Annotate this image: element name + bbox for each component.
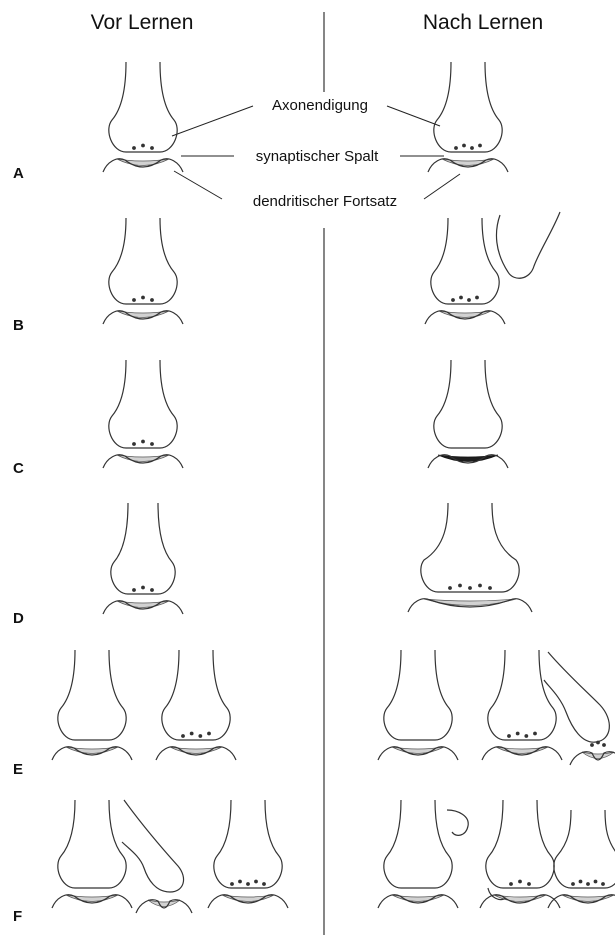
vesicle xyxy=(207,732,211,736)
vesicle xyxy=(533,732,537,736)
f-before-2-postsynaptic-density xyxy=(148,900,180,907)
vesicle xyxy=(150,442,154,446)
vesicle xyxy=(478,584,482,588)
leader-axon-right xyxy=(387,106,440,126)
vesicle xyxy=(590,743,594,747)
row-label-c: C xyxy=(13,460,24,477)
b-after-axon-terminal xyxy=(431,218,499,304)
vesicle xyxy=(141,144,145,148)
row-label-d: D xyxy=(13,610,24,627)
b-after-new-spine xyxy=(496,212,560,278)
f-after-spine-bud xyxy=(447,810,468,835)
row-label-a: A xyxy=(13,165,24,182)
vesicle xyxy=(596,741,600,745)
vesicle xyxy=(594,880,598,884)
vesicle xyxy=(190,732,194,736)
e-after-3-postsynaptic-density xyxy=(582,752,614,759)
vesicle xyxy=(579,880,583,884)
vesicle xyxy=(475,296,479,300)
vesicle xyxy=(571,882,575,886)
vesicle xyxy=(507,734,511,738)
label-synaptic-cleft: synaptischer Spalt xyxy=(256,148,379,165)
vesicle xyxy=(132,146,136,150)
vesicle xyxy=(254,880,258,884)
e-before-1-axon-terminal xyxy=(58,650,126,740)
vesicle xyxy=(181,734,185,738)
a-before-axon-terminal xyxy=(109,62,177,152)
vesicle xyxy=(141,440,145,444)
f-before-3-axon-terminal xyxy=(214,800,282,888)
d-before-axon-terminal xyxy=(111,503,175,594)
vesicle xyxy=(150,146,154,150)
vesicle xyxy=(586,882,590,886)
row-label-b: B xyxy=(13,317,24,334)
vesicle xyxy=(141,296,145,300)
vesicle xyxy=(459,296,463,300)
vesicle xyxy=(478,144,482,148)
vesicle xyxy=(451,298,455,302)
vesicle xyxy=(462,144,466,148)
vesicle xyxy=(132,298,136,302)
e-after-1-axon-terminal xyxy=(384,650,452,740)
row-label-f: F xyxy=(13,908,22,925)
vesicle xyxy=(488,586,492,590)
vesicle xyxy=(468,586,472,590)
header-after-learning: Nach Lernen xyxy=(423,11,543,34)
leader-spine-left xyxy=(174,171,222,199)
header-before-learning: Vor Lernen xyxy=(91,11,194,34)
vesicle xyxy=(150,298,154,302)
vesicle xyxy=(516,732,520,736)
c-before-axon-terminal xyxy=(109,360,177,448)
a-after-axon-terminal xyxy=(434,62,502,152)
vesicle xyxy=(458,584,462,588)
vesicle xyxy=(238,880,242,884)
c-after-axon-terminal xyxy=(434,360,502,448)
vesicle xyxy=(470,146,474,150)
f-before-1-axon-terminal xyxy=(58,800,126,888)
vesicle xyxy=(509,882,513,886)
label-dendritic-spine: dendritischer Fortsatz xyxy=(253,193,397,210)
f-after-3-axon-terminal xyxy=(554,810,615,888)
f-after-1-axon-terminal xyxy=(384,800,452,888)
vesicle xyxy=(132,588,136,592)
e-after-2-axon-terminal xyxy=(488,650,556,740)
c-after-postsynaptic-density xyxy=(438,455,498,462)
d-after-axon-terminal xyxy=(421,503,519,592)
vesicle xyxy=(230,882,234,886)
vesicle xyxy=(132,442,136,446)
vesicle xyxy=(602,743,606,747)
vesicle xyxy=(262,882,266,886)
row-label-e: E xyxy=(13,761,23,778)
f-before-spine-neck xyxy=(122,800,184,892)
leader-spine-right xyxy=(424,174,460,199)
vesicle xyxy=(601,882,605,886)
e-before-2-axon-terminal xyxy=(162,650,230,740)
vesicle xyxy=(150,588,154,592)
vesicle xyxy=(524,734,528,738)
vesicle xyxy=(448,586,452,590)
vesicle xyxy=(518,880,522,884)
vesicle xyxy=(141,586,145,590)
vesicle xyxy=(467,298,471,302)
vesicle xyxy=(527,882,531,886)
label-axon-terminal: Axonendigung xyxy=(272,97,368,114)
f-after-2-axon-terminal xyxy=(486,800,554,888)
synapse-drawings xyxy=(52,62,615,913)
vesicle xyxy=(198,734,202,738)
b-before-axon-terminal xyxy=(109,218,177,304)
vesicle xyxy=(246,882,250,886)
vesicle xyxy=(454,146,458,150)
leader-axon-left xyxy=(172,106,253,136)
